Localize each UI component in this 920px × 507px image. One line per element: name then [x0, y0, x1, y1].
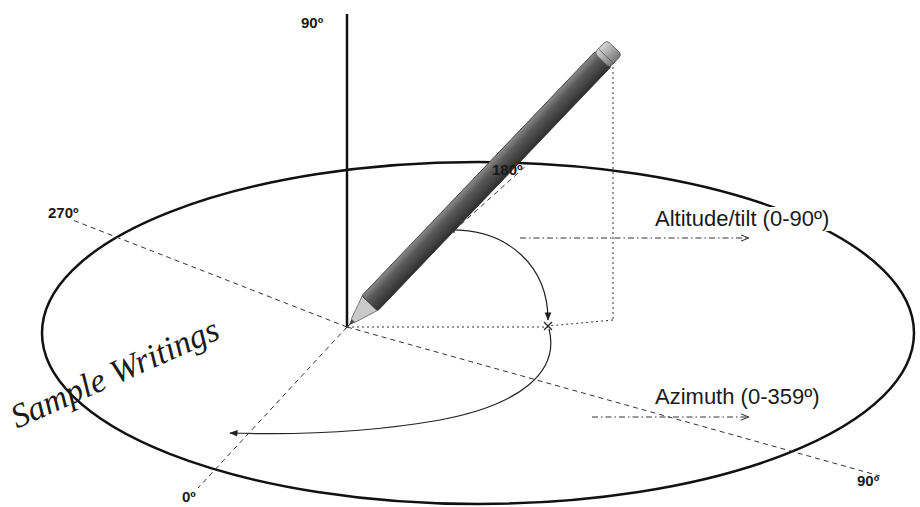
altitude-label: Altitude/tilt (0-90º): [653, 207, 831, 231]
projection-mark: [544, 322, 552, 330]
azimuth-label: Azimuth (0-359º): [653, 385, 822, 409]
pencil: [341, 40, 622, 333]
angle-label: 270º: [46, 204, 81, 221]
axis-angle-label: 90º: [299, 14, 325, 31]
vertical-axis: [346, 14, 349, 327]
altitude-arc: [447, 230, 548, 320]
angle-label: 180º: [490, 161, 525, 178]
angle-label: 90º: [855, 472, 881, 489]
azimuth-arc: [230, 329, 551, 434]
sample-writing: Sample Writings: [3, 310, 226, 436]
angle-label: 0º: [180, 488, 198, 505]
